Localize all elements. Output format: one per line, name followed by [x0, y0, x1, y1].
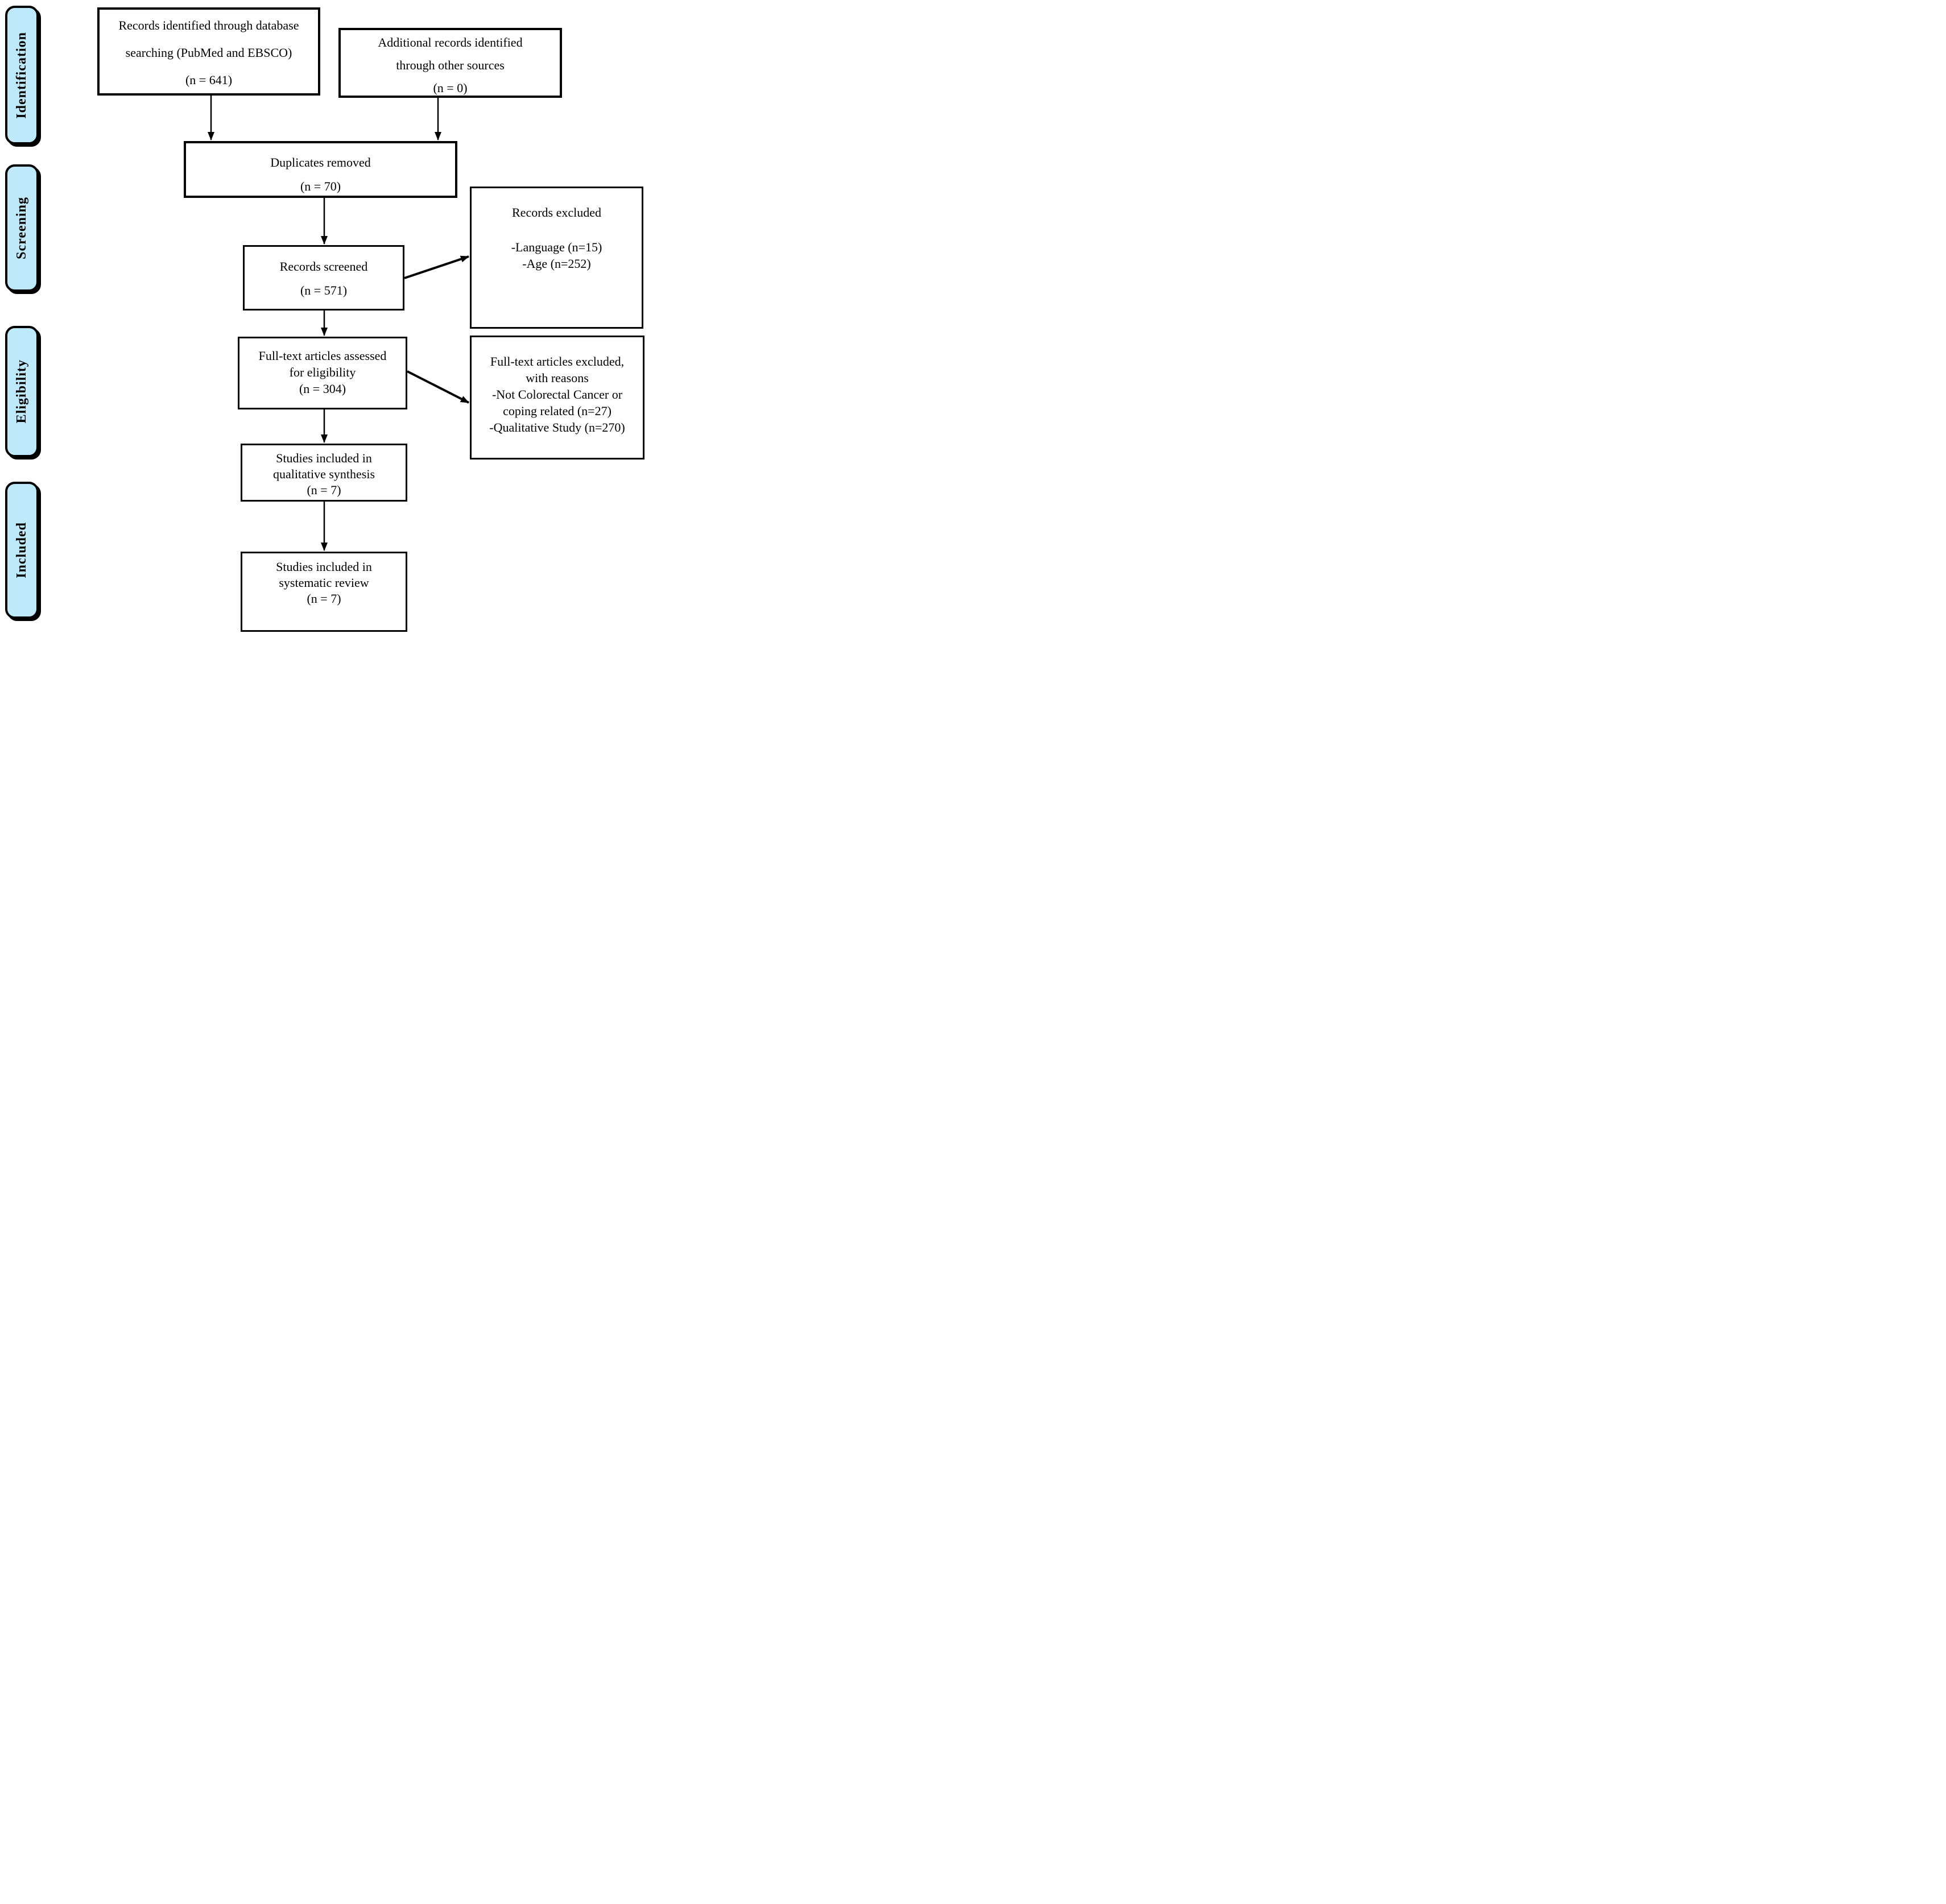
- text-line: for eligibility: [289, 365, 356, 379]
- text-line: Records screened: [279, 259, 368, 274]
- text-line: (n = 7): [307, 591, 341, 606]
- stage-identification-label: Identification: [14, 31, 29, 119]
- box-fulltext-excluded: Full-text articles excluded, with reasons…: [470, 336, 644, 460]
- spacer: [472, 221, 642, 239]
- text-line: coping related (n=27): [503, 404, 612, 418]
- box-fulltext-excluded-text: Full-text articles excluded, with reasons…: [472, 353, 643, 436]
- text-line: (n = 0): [433, 81, 468, 95]
- stage-screening-label: Screening: [14, 197, 29, 259]
- text-line: (n = 641): [185, 73, 233, 87]
- text-line: with reasons: [526, 371, 589, 385]
- box-duplicates-removed-text: Duplicates removed (n = 70): [186, 151, 455, 198]
- stage-included-label: Included: [14, 522, 29, 578]
- box-records-excluded-text: Records excluded -Language (n=15) -Age (n…: [472, 204, 642, 272]
- text-line: -Not Colorectal Cancer or: [491, 387, 623, 402]
- text-line: systematic review: [279, 576, 369, 590]
- text-line: Full-text articles excluded,: [490, 354, 625, 369]
- text-line: Studies included in: [276, 560, 372, 574]
- box-additional-records-text: Additional records identified through oth…: [341, 31, 560, 100]
- text-line: (n = 571): [300, 283, 348, 297]
- box-duplicates-removed: Duplicates removed (n = 70): [184, 141, 457, 198]
- stage-eligibility: Eligibility: [5, 326, 39, 457]
- box-records-identified-text: Records identified through database searc…: [100, 12, 318, 94]
- box-systematic-review-text: Studies included in systematic review(n =…: [242, 559, 406, 607]
- stage-identification: Identification: [5, 6, 39, 144]
- text-line: (n = 70): [300, 179, 341, 193]
- box-records-screened-text: Records screened (n = 571): [245, 255, 403, 303]
- box-records-screened: Records screened (n = 571): [243, 245, 404, 311]
- box-records-excluded: Records excluded -Language (n=15) -Age (n…: [470, 187, 643, 329]
- prisma-flow-diagram: Identification Screening Eligibility Inc…: [0, 0, 648, 635]
- text-line: -Age (n=252): [522, 256, 591, 271]
- box-qualitative-synthesis-text: Studies included in qualitative synthesis…: [242, 450, 406, 498]
- box-fulltext-assessed: Full-text articles assessed for eligibili…: [238, 337, 407, 409]
- text-line: Additional records identified: [378, 35, 523, 49]
- box-fulltext-assessed-text: Full-text articles assessed for eligibili…: [239, 347, 406, 397]
- text-line: Studies included in: [276, 451, 372, 465]
- stage-included: Included: [5, 482, 39, 619]
- box-additional-records: Additional records identified through oth…: [338, 28, 562, 98]
- text-line: searching (PubMed and EBSCO): [125, 45, 292, 60]
- stage-screening: Screening: [5, 164, 39, 292]
- text-line: qualitative synthesis: [272, 467, 375, 481]
- text-line: (n = 304): [299, 382, 346, 396]
- text-line: -Qualitative Study (n=270): [489, 420, 625, 434]
- text-line: Full-text articles assessed: [258, 349, 387, 363]
- arrow-screened-to-excluded: [404, 255, 469, 279]
- box-records-identified: Records identified through database searc…: [97, 7, 320, 96]
- box-qualitative-synthesis: Studies included in qualitative synthesis…: [241, 444, 407, 502]
- text-line: (n = 7): [307, 483, 341, 497]
- box-records-excluded-reasons: -Language (n=15) -Age (n=252): [472, 239, 642, 272]
- text-line: through other sources: [396, 58, 505, 72]
- arrow-fulltext-to-excluded: [407, 370, 469, 404]
- text-line: -Language (n=15): [511, 240, 602, 254]
- text-line: Records identified through database: [118, 18, 299, 32]
- text-line: Duplicates removed: [270, 155, 371, 169]
- stage-eligibility-label: Eligibility: [14, 359, 29, 424]
- box-systematic-review: Studies included in systematic review(n =…: [241, 552, 407, 632]
- box-records-excluded-title: Records excluded: [512, 205, 601, 220]
